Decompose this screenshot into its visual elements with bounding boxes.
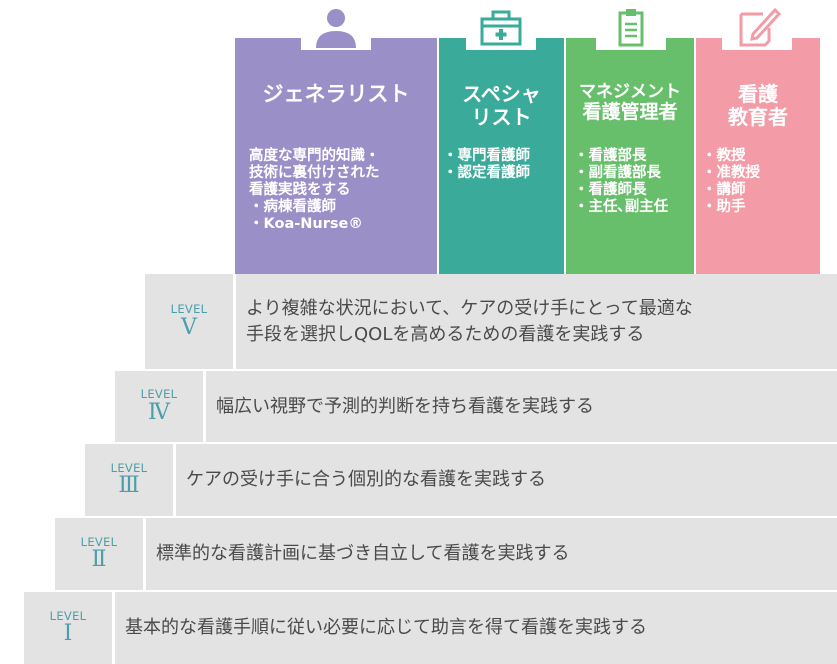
level-1-row: LEVEL Ⅰ 基本的な看護手順に従い必要に応じて助言を得て看護を実践する	[24, 590, 837, 664]
level-4-row: LEVEL Ⅳ 幅広い視野で予測的判断を持ち看護を実践する	[115, 369, 837, 442]
level-2-tag: LEVEL Ⅱ	[55, 518, 143, 590]
document-pen-icon	[739, 7, 781, 47]
educator-title: 看護 教育者	[728, 82, 788, 129]
level-1-tag: LEVEL Ⅰ	[24, 592, 112, 664]
level-divider	[203, 371, 206, 442]
specialist-column: スペシャ リスト ・専門看護師 ・認定看護師	[439, 38, 564, 274]
educator-roles: ・教授 ・准教授 ・講師 ・助手	[702, 148, 760, 215]
level-5-row: LEVEL V より複雑な状況において、ケアの受け手にとって最適な 手段を選択し…	[145, 274, 837, 369]
person-icon	[316, 9, 356, 48]
generalist-description: 高度な専門的知識・ 技術に裏付けされた 看護実践をする ・病棟看護師 ・Koa-…	[249, 148, 380, 232]
generalist-column: ジェネラリスト 高度な専門的知識・ 技術に裏付けされた 看護実践をする ・病棟看…	[235, 38, 437, 274]
specialist-title: スペシャ リスト	[462, 82, 541, 129]
level-4-description: 幅広い視野で予測的判断を持ち看護を実践する	[216, 395, 594, 417]
level-divider	[112, 592, 115, 664]
medical-kit-icon	[480, 10, 522, 46]
level-divider	[233, 274, 236, 369]
level-3-tag: LEVEL Ⅲ	[85, 444, 173, 516]
level-3-row: LEVEL Ⅲ ケアの受け手に合う個別的な看護を実践する	[85, 442, 837, 516]
level-2-row: LEVEL Ⅱ 標準的な看護計画に基づき自立して看護を実践する	[55, 516, 837, 590]
level-numeral: Ⅱ	[91, 547, 107, 573]
level-label: LEVEL	[170, 302, 208, 317]
level-divider	[143, 518, 146, 590]
clipboard-icon	[618, 9, 644, 47]
level-label: LEVEL	[49, 608, 87, 623]
level-label: LEVEL	[110, 460, 148, 475]
level-4-tag: LEVEL Ⅳ	[115, 371, 203, 442]
level-5-tag: LEVEL V	[145, 274, 233, 369]
management-roles: ・看護部長 ・副看護部長 ・看護師長 ・主任､副主任	[574, 148, 669, 215]
level-numeral: V	[181, 314, 197, 340]
level-numeral: Ⅰ	[63, 621, 73, 647]
level-label: LEVEL	[140, 387, 178, 402]
generalist-title: ジェネラリスト	[262, 82, 410, 106]
level-divider	[173, 444, 176, 516]
document-pen-icon-bubble	[722, 0, 792, 50]
level-numeral: Ⅲ	[118, 473, 140, 499]
educator-column: 看護 教育者 ・教授 ・准教授 ・講師 ・助手	[696, 38, 820, 274]
specialist-roles: ・専門看護師 ・認定看護師	[443, 148, 530, 181]
level-5-description: より複雑な状況において、ケアの受け手にとって最適な 手段を選択しQOLを高めるた…	[246, 298, 693, 345]
level-3-description: ケアの受け手に合う個別的な看護を実践する	[186, 469, 546, 491]
level-1-description: 基本的な看護手順に従い必要に応じて助言を得て看護を実践する	[125, 617, 647, 639]
management-title: マネジメント 看護管理者	[579, 82, 681, 124]
level-2-description: 標準的な看護計画に基づき自立して看護を実践する	[156, 543, 570, 565]
management-column: マネジメント 看護管理者 ・看護部長 ・副看護部長 ・看護師長 ・主任､副主任	[566, 38, 694, 274]
level-numeral: Ⅳ	[148, 399, 170, 425]
level-label: LEVEL	[80, 534, 118, 549]
